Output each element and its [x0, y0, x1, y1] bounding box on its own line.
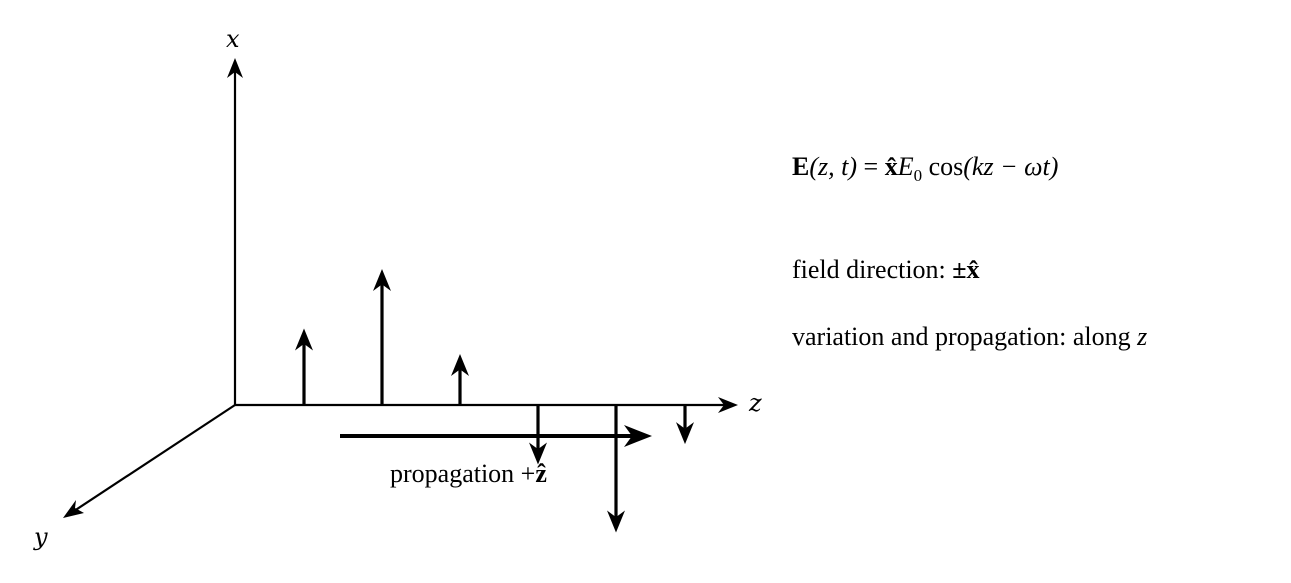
field-vectors — [295, 269, 694, 533]
equation-amplitude-subscript: 0 — [913, 166, 923, 186]
field-vector-4-arrowhead — [529, 442, 547, 465]
z-axis-arrowhead — [718, 397, 738, 413]
equation-unit-vector: x̂ — [884, 152, 898, 181]
field-vector-5-arrowhead — [607, 510, 625, 533]
propagation-unit-vector: ẑ — [535, 459, 547, 488]
variation-label: variation and propagation: along — [792, 322, 1138, 351]
variation-line: variation and propagation: along z — [792, 322, 1147, 352]
variation-axis: z — [1137, 322, 1148, 351]
field-direction-line: field direction: ±x̂ — [792, 255, 980, 285]
equation-lhs-args: (z, t) — [809, 152, 858, 181]
field-vector-2-arrowhead — [373, 269, 391, 291]
equation-amplitude: E — [897, 152, 914, 181]
x-axis-arrowhead — [227, 58, 243, 78]
equation-lhs-vector: E — [792, 152, 810, 181]
equation-argument: (kz − ωt) — [963, 152, 1059, 181]
y-axis — [67, 404, 236, 516]
field-vector-1-arrowhead — [295, 328, 313, 351]
y-axis-label: y — [33, 523, 48, 551]
y-axis-arrowhead — [63, 500, 84, 518]
z-axis-label: z — [748, 389, 762, 417]
propagation-label: propagation +ẑ — [390, 459, 547, 488]
x-axis-label: x — [226, 25, 240, 53]
field-direction-value: ±x̂ — [952, 255, 980, 284]
field-vector-6-arrowhead — [676, 422, 694, 445]
propagation-arrowhead — [624, 425, 652, 447]
equation-function: cos — [922, 152, 964, 181]
field-vector-3-arrowhead — [451, 354, 469, 376]
field-direction-label: field direction: — [792, 255, 953, 284]
field-equation: E(z, t) = x̂E0 cos(kz − ωt) — [792, 152, 1058, 186]
propagation-label-text: propagation + — [390, 459, 535, 488]
equation-equals: = — [857, 152, 885, 181]
